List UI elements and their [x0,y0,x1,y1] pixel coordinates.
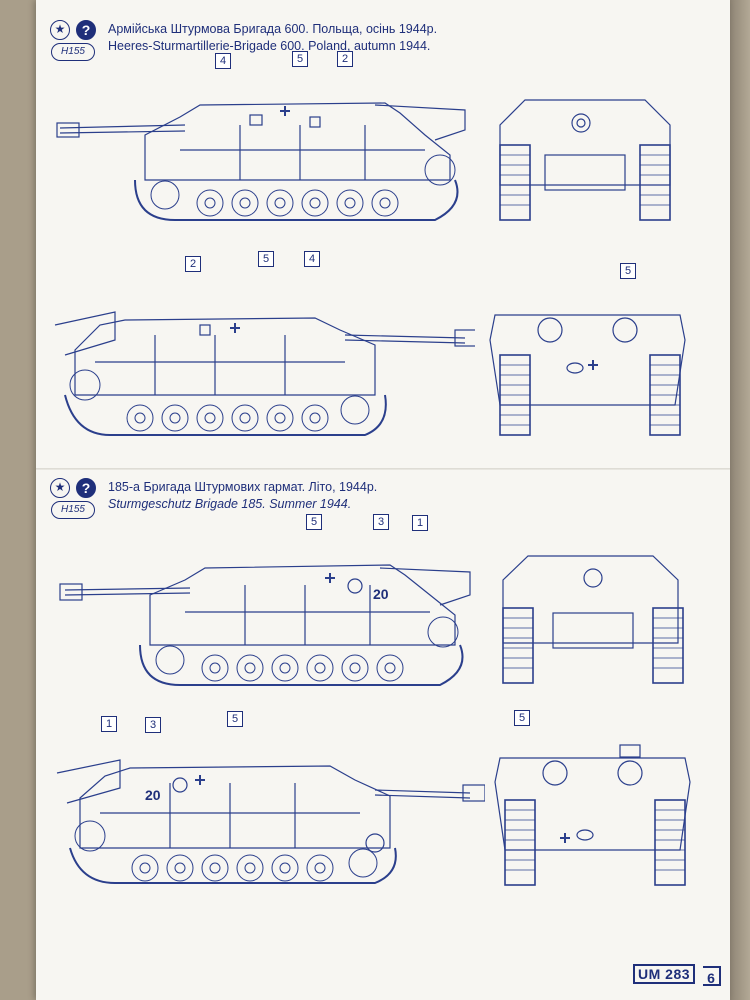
side-view-right [45,300,475,445]
side-view-left [55,95,475,225]
side-view-left [55,550,475,690]
title-ukrainian: Армійська Штурмова Бригада 600. Польща, … [108,22,438,36]
page-fold [36,468,730,470]
tactical-number: 20 [373,586,389,602]
side-view-right [45,738,485,888]
star-icon: ★ [50,20,70,40]
question-icon: ? [76,20,96,40]
tactical-number: 20 [145,787,161,803]
paint-code-badge: H155 [51,501,95,519]
title-english: Sturmgeschutz Brigade 185. Summer 1944. [108,497,352,511]
callout-marker: 5 [620,263,636,279]
rear-view [490,740,700,890]
header-icons: ★ ? H155 [48,20,108,70]
callout-marker: 4 [304,251,320,267]
section-title: 185-а Бригада Штурмових гармат. Літо, 19… [108,479,377,513]
callout-marker: 5 [292,51,308,67]
question-icon: ? [76,478,96,498]
callout-marker: 4 [215,53,231,69]
callout-marker: 3 [373,514,389,530]
star-icon: ★ [50,478,70,498]
page-number: 6 [703,966,721,986]
background-edge [730,0,750,1000]
instruction-sheet [36,0,730,1000]
front-view [488,548,698,688]
callout-marker: 5 [306,514,322,530]
section-title: Армійська Штурмова Бригада 600. Польща, … [108,21,437,55]
callout-marker: 1 [101,716,117,732]
callout-marker: 5 [258,251,274,267]
header-icons: ★ ? H155 [48,478,108,528]
callout-marker: 2 [337,51,353,67]
callout-marker: 5 [227,711,243,727]
front-view [485,95,685,225]
kit-code: UM 283 [633,964,696,984]
callout-marker: 2 [185,256,201,272]
title-ukrainian: 185-а Бригада Штурмових гармат. Літо, 19… [108,480,378,494]
callout-marker: 5 [514,710,530,726]
rear-view [485,300,695,445]
callout-marker: 3 [145,717,161,733]
paint-code-badge: H155 [51,43,95,61]
callout-marker: 1 [412,515,428,531]
title-english: Heeres-Sturmartillerie-Brigade 600. Pola… [108,39,431,53]
